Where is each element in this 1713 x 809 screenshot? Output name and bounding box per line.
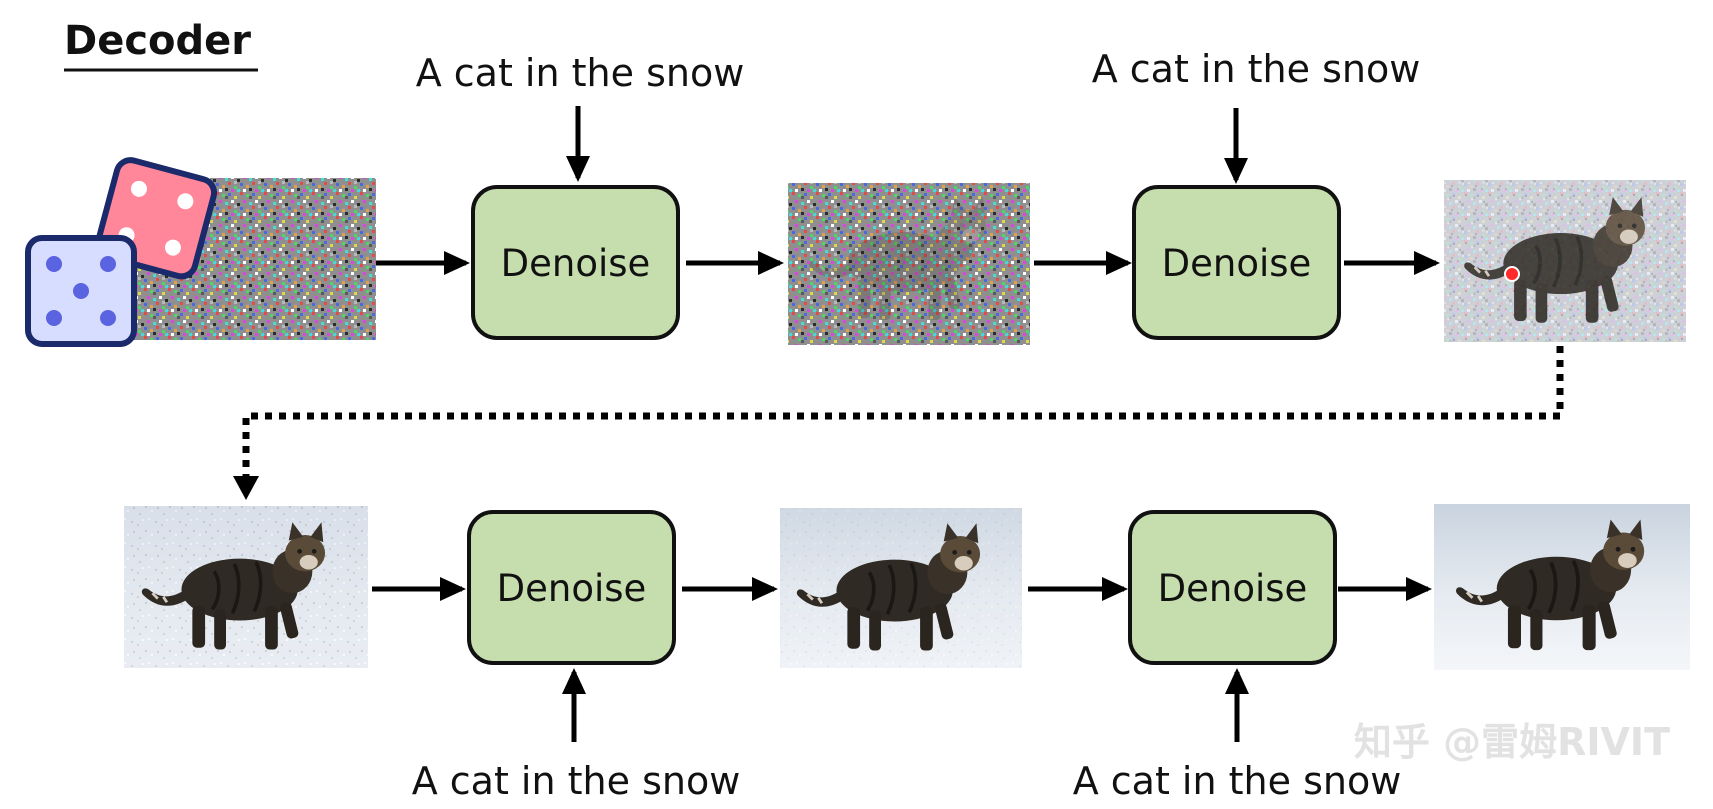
denoise-box-2: Denoise [1132,185,1341,340]
denoise-box-1: Denoise [471,185,680,340]
step3-input-image [124,506,368,668]
denoise-label: Denoise [497,567,647,610]
denoise-label: Denoise [501,242,651,285]
watermark-text: 知乎 @雷姆RIVIT [1354,720,1670,764]
flow-arrows [372,106,1440,742]
final-output-image [1434,504,1690,670]
dice-icon [25,157,218,347]
denoise-label: Denoise [1158,567,1308,610]
dotted-connector-arrow [233,346,1564,500]
prompt-label-2: A cat in the snow [1092,47,1421,91]
red-pointer-dot-icon [1504,266,1520,282]
denoise-label: Denoise [1162,242,1312,285]
prompt-label-1: A cat in the snow [416,51,745,95]
prompt-label-3: A cat in the snow [412,759,741,803]
prompt-label-4: A cat in the snow [1073,759,1402,803]
step1-output-image [788,183,1030,345]
step2-output-image [1444,180,1686,342]
denoise-box-4: Denoise [1128,510,1337,665]
denoise-box-3: Denoise [467,510,676,665]
step3-output-image [780,508,1022,668]
diagram-title: Decoder [64,18,251,64]
